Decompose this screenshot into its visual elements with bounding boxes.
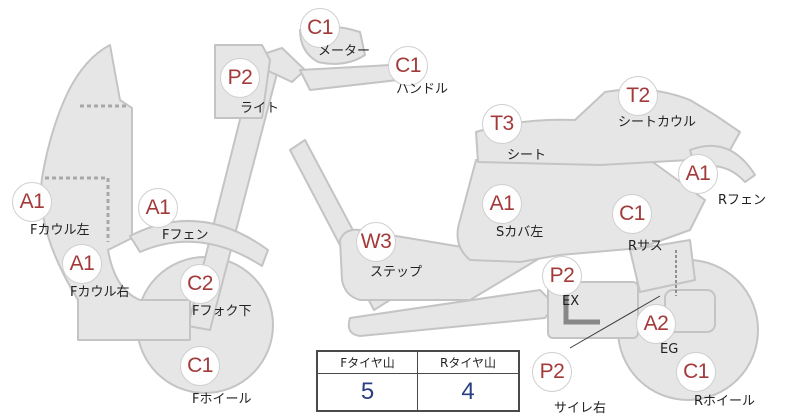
s-cover-left-label: Sカバ左 <box>496 225 544 240</box>
s-cover-left-grade-badge: A1 <box>482 184 522 224</box>
tire-tread-table: Fタイヤ山 Rタイヤ山 5 4 <box>316 350 520 412</box>
handle-grade-badge: C1 <box>388 46 428 86</box>
light-label: ライト <box>240 101 280 116</box>
r-wheel-grade-badge: C1 <box>676 352 716 392</box>
seat-cowl-label: シートカウル <box>618 115 697 130</box>
meter-grade-badge: C1 <box>300 8 340 48</box>
step-grade-badge: W3 <box>356 222 396 262</box>
step-label: ステップ <box>370 265 423 280</box>
r-suspension-grade-badge: C1 <box>612 194 652 234</box>
side-body-shape <box>456 159 706 263</box>
seat-cowl-grade-badge: T2 <box>618 76 658 116</box>
silencer-right-label: サイレ右 <box>554 401 607 416</box>
f-cowl-right-grade-badge: A1 <box>62 244 102 284</box>
handlebar-shape <box>299 64 400 91</box>
leader-line-silencer <box>569 295 661 349</box>
r-fender-grade-badge: A1 <box>678 154 718 194</box>
exhaust-grade-badge: P2 <box>542 256 582 296</box>
meter-label: メーター <box>318 44 371 59</box>
f-fork-lower-grade-badge: C2 <box>180 264 220 304</box>
f-cowl-left-label: Fカウル左 <box>30 223 90 238</box>
r-fender-label: Rフェン <box>718 193 767 208</box>
f-wheel-label: Fホイール <box>192 392 252 407</box>
exhaust-label: EX <box>562 294 580 309</box>
silencer-right-grade-badge: P2 <box>532 352 572 392</box>
seat-grade-badge: T3 <box>482 104 522 144</box>
rear-suspension-shape <box>629 239 696 293</box>
f-fender-label: Fフェン <box>162 228 209 243</box>
f-fork-lower-label: Fフォク下 <box>192 304 252 319</box>
exhaust-pipe <box>563 292 600 325</box>
f-wheel-grade-badge: C1 <box>180 346 220 386</box>
handle-label: ハンドル <box>396 82 449 97</box>
cowl-guide-line <box>45 104 128 242</box>
engine-grade-badge: A2 <box>636 304 676 344</box>
f-fender-grade-badge: A1 <box>138 188 178 228</box>
front-fender-shape <box>129 220 269 267</box>
seat-label: シート <box>507 148 547 163</box>
f-cowl-right-label: Fカウル右 <box>70 285 130 300</box>
r-suspension-label: Rサス <box>628 239 663 254</box>
front-tread-value: 5 <box>318 374 418 410</box>
rear-tread-value: 4 <box>461 378 475 405</box>
rear-tread-header: Rタイヤ山 <box>418 352 518 374</box>
engine-label: EG <box>660 342 679 357</box>
front-tread-header: Fタイヤ山 <box>318 352 418 374</box>
light-grade-badge: P2 <box>220 58 260 98</box>
r-wheel-label: Rホイール <box>694 394 756 409</box>
f-cowl-left-grade-badge: A1 <box>12 182 52 222</box>
